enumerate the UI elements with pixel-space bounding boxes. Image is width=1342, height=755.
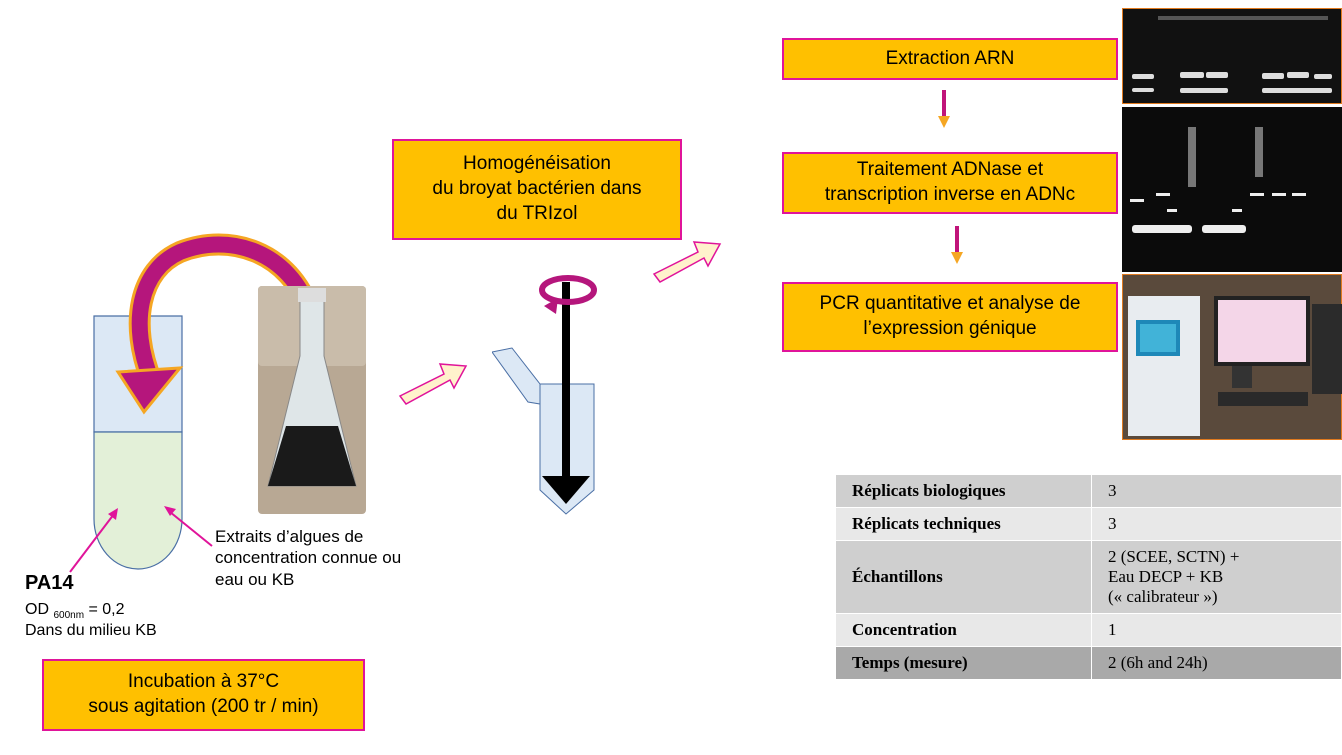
table-value: 2 (6h and 24h)	[1091, 646, 1342, 680]
step-incubation: Incubation à 37°C sous agitation (200 tr…	[42, 659, 365, 731]
table-row: Concentration 1	[835, 613, 1342, 647]
od-value: = 0,2	[88, 601, 125, 618]
algae-flask-photo	[258, 286, 366, 514]
od-label: OD 600nm = 0,2	[25, 601, 125, 621]
table-row: Échantillons 2 (SCEE, SCTN) + Eau DECP +…	[835, 540, 1342, 614]
step-extraction-arn: Extraction ARN	[782, 38, 1118, 80]
table-value: 3	[1091, 507, 1342, 541]
table-key: Réplicats biologiques	[835, 474, 1092, 508]
homogenizer	[492, 275, 597, 515]
right-arrow-1	[398, 363, 468, 405]
gel-image-2	[1122, 107, 1342, 272]
strain-label: PA14	[25, 572, 74, 594]
parameters-table: Réplicats biologiques 3 Réplicats techni…	[835, 474, 1342, 680]
table-value: 3	[1091, 474, 1342, 508]
medium-label: Dans du milieu KB	[25, 622, 157, 639]
extraits-label: Extraits d’algues de concentration connu…	[215, 527, 402, 589]
qpcr-machine-photo	[1122, 274, 1342, 440]
table-row: Temps (mesure) 2 (6h and 24h)	[835, 646, 1342, 680]
step-homogenisation: Homogénéisation du broyat bactérien dans…	[392, 139, 682, 240]
table-key: Échantillons	[835, 540, 1092, 614]
pointer-arrows	[69, 506, 213, 573]
od-prefix: OD	[25, 601, 49, 618]
table-value: 1	[1091, 613, 1342, 647]
table-key: Temps (mesure)	[835, 646, 1092, 680]
step-adnase-transcription: Traitement ADNase et transcription inver…	[782, 152, 1118, 214]
table-key: Concentration	[835, 613, 1092, 647]
table-row: Réplicats techniques 3	[835, 507, 1342, 541]
down-arrow-2	[951, 226, 963, 264]
right-arrow-2	[652, 241, 722, 283]
table-value: 2 (SCEE, SCTN) + Eau DECP + KB (« calibr…	[1091, 540, 1342, 614]
pour-curved-arrow	[115, 233, 321, 415]
gel-image-1	[1122, 8, 1342, 104]
od-subscript: 600nm	[53, 610, 85, 622]
table-key: Réplicats techniques	[835, 507, 1092, 541]
table-row: Réplicats biologiques 3	[835, 474, 1342, 508]
down-arrow-1	[938, 90, 950, 128]
step-pcr-quantitative: PCR quantitative et analyse de l’express…	[782, 282, 1118, 352]
